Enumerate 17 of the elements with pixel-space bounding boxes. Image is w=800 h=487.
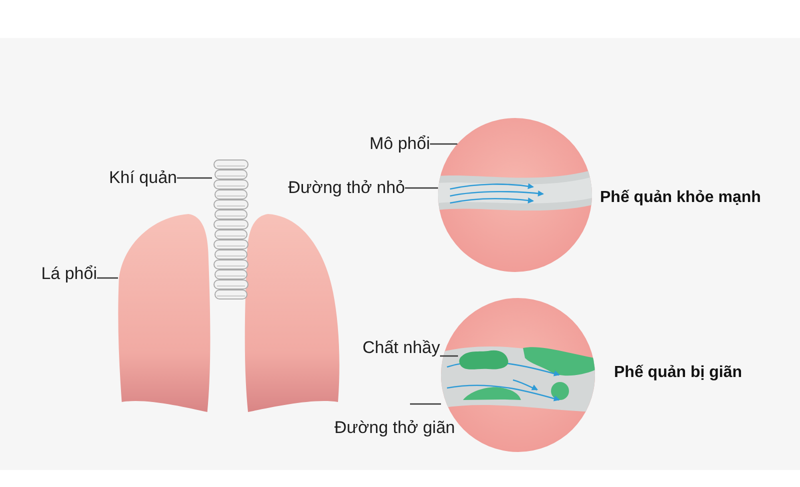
leader-line — [430, 143, 458, 145]
trachea-drawing — [212, 158, 250, 300]
leader-line — [440, 355, 458, 357]
part-label: Đường thở nhỏ — [288, 177, 405, 200]
leader-line — [97, 277, 118, 279]
leader-line — [405, 187, 438, 189]
lung-drawing — [118, 212, 212, 412]
part-label: Mô phổi — [370, 133, 430, 156]
part-label: Lá phổi — [41, 263, 97, 286]
part-label: Đường thở giãn — [334, 416, 455, 438]
part-label: Chất nhầy — [362, 337, 440, 360]
leader-line — [177, 177, 212, 179]
bronchus-caption: Phế quản bị giãn — [614, 363, 742, 383]
leader-line — [410, 403, 441, 405]
mucus-blob — [458, 348, 510, 372]
bronchus-caption: Phế quản khỏe mạnh — [600, 188, 761, 208]
part-label: Khí quản — [108, 167, 177, 190]
